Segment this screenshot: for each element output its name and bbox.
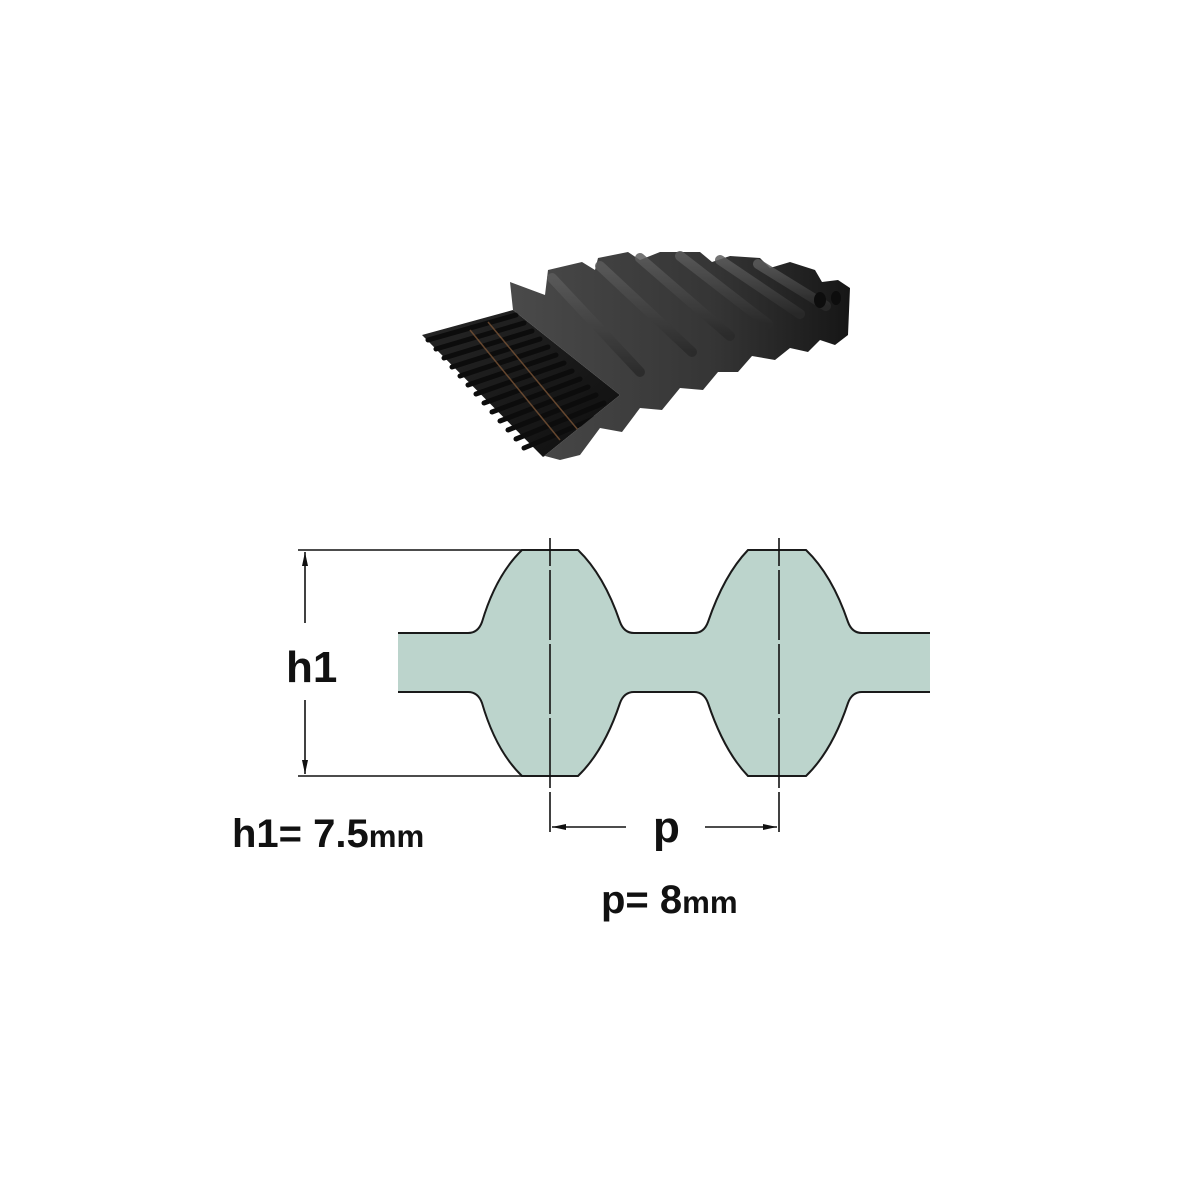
h1-number: 7.5 (313, 812, 369, 856)
p-dimension-line (552, 824, 777, 830)
p-dimension-value: p= 8mm (601, 880, 738, 920)
belt-profile-outline-top (398, 549, 930, 634)
belt-profile-shape (398, 550, 930, 776)
arrow-down-icon (302, 760, 308, 774)
tooth-centerlines (549, 538, 780, 832)
h1-dimension-line (302, 552, 308, 774)
h1-symbol-label: h1 (286, 643, 338, 692)
arrow-right-icon (763, 824, 777, 830)
arrow-up-icon (302, 552, 308, 566)
p-prefix: p= (601, 878, 660, 922)
arrow-left-icon (552, 824, 566, 830)
p-unit: mm (682, 885, 738, 920)
p-number: 8 (659, 878, 683, 922)
h1-prefix: h1= (232, 812, 314, 856)
h1-dimension-value: h1= 7.5mm (232, 814, 424, 854)
p-symbol-label: p (653, 803, 680, 852)
belt-toothed-side (510, 251, 850, 460)
belt-profile-outline-bottom (398, 691, 930, 777)
h1-unit: mm (368, 819, 425, 854)
h1-extension-lines (298, 549, 522, 777)
